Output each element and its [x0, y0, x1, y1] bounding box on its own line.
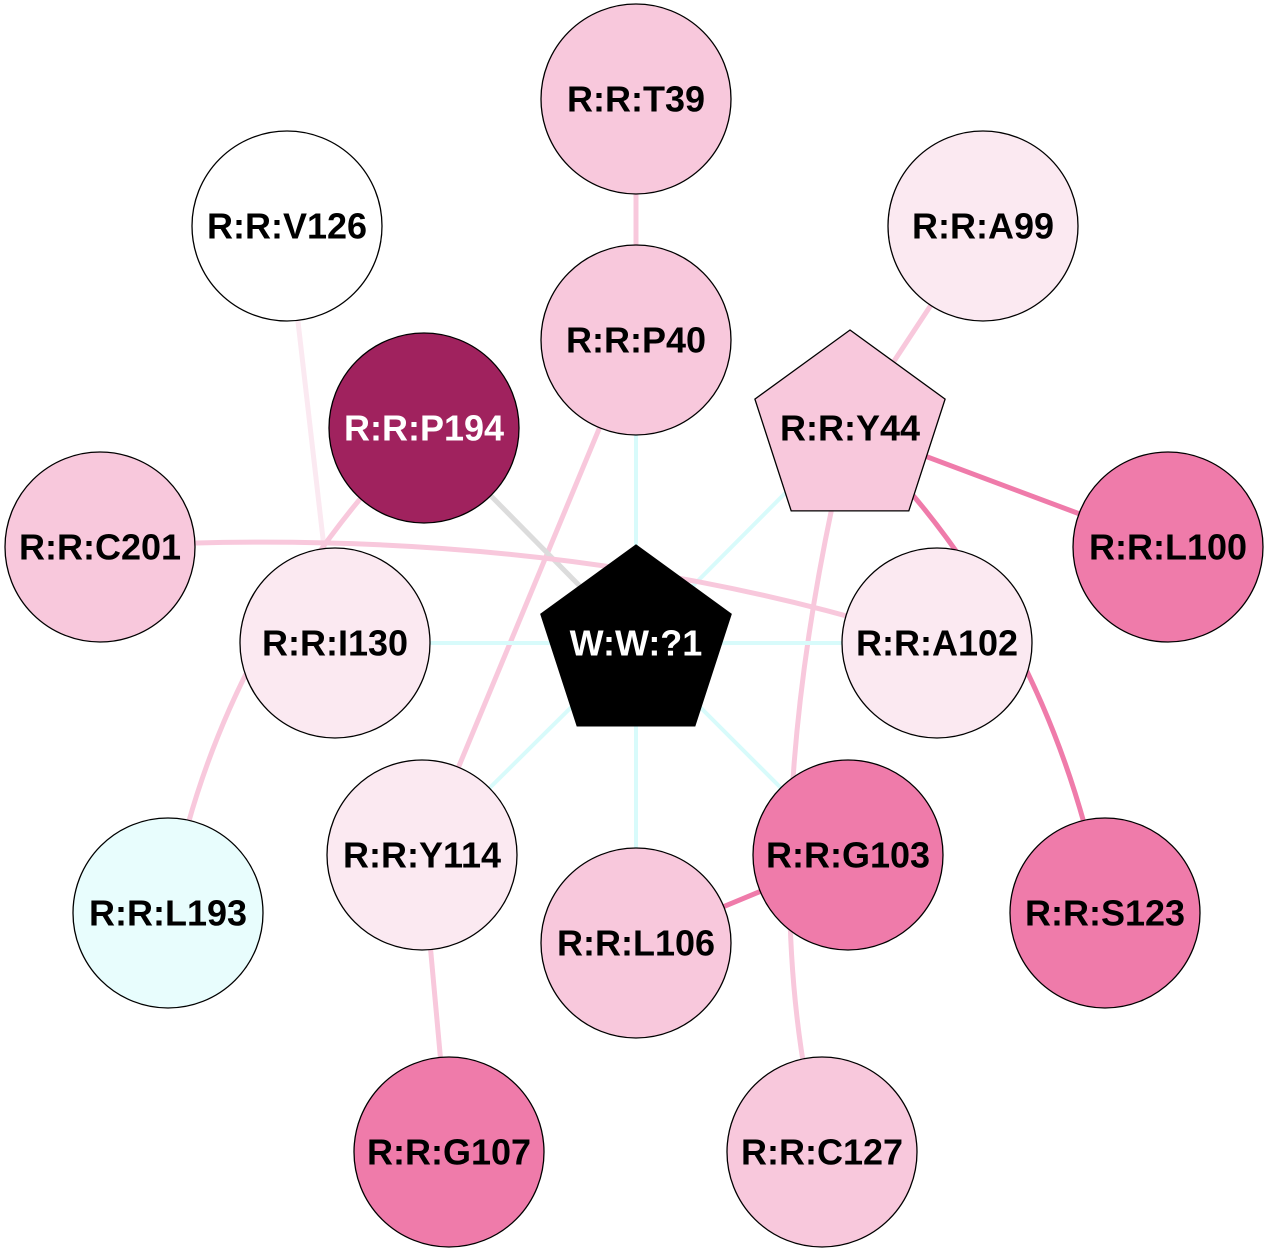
node-t39: R:R:T39	[540, 3, 732, 195]
node-t39-label: R:R:T39	[567, 79, 705, 120]
node-l193-shape	[72, 817, 264, 1009]
node-i130-shape	[239, 547, 431, 739]
node-l100-shape	[1072, 451, 1264, 643]
node-v126: R:R:V126	[191, 130, 383, 322]
node-c127: R:R:C127	[726, 1056, 918, 1248]
node-v126-label: R:R:V126	[207, 206, 367, 247]
node-s123-shape	[1009, 817, 1201, 1009]
node-a102: R:R:A102	[841, 547, 1033, 739]
node-s123-label: R:R:S123	[1025, 893, 1185, 934]
node-y114-shape	[326, 759, 518, 951]
node-g107-label: R:R:G107	[367, 1132, 531, 1173]
node-y44-label: R:R:Y44	[780, 408, 920, 449]
node-g103: R:R:G103	[752, 759, 944, 951]
node-l106-label: R:R:L106	[557, 923, 715, 964]
node-g103-label: R:R:G103	[766, 835, 930, 876]
node-a99-label: R:R:A99	[912, 206, 1054, 247]
node-w1: W:W:?1	[540, 544, 732, 727]
edge-c201-a102	[99, 539, 938, 646]
node-w1-shape	[540, 544, 732, 727]
node-g107: R:R:G107	[353, 1056, 545, 1248]
node-c201: R:R:C201	[4, 451, 196, 643]
node-p40-label: R:R:P40	[566, 320, 706, 361]
node-p40: R:R:P40	[540, 244, 732, 436]
node-w1-label: W:W:?1	[570, 623, 703, 664]
node-i130-label: R:R:I130	[262, 623, 408, 664]
node-t39-shape	[540, 3, 732, 195]
node-p40-shape	[540, 244, 732, 436]
node-a102-shape	[841, 547, 1033, 739]
node-l106-shape	[540, 847, 732, 1039]
node-c127-label: R:R:C127	[741, 1132, 903, 1173]
node-i130: R:R:I130	[239, 547, 431, 739]
node-l106: R:R:L106	[540, 847, 732, 1039]
node-a99-shape	[887, 130, 1079, 322]
node-l100-label: R:R:L100	[1089, 527, 1247, 568]
node-c201-shape	[4, 451, 196, 643]
node-y44: R:R:Y44	[754, 329, 946, 512]
node-v126-shape	[191, 130, 383, 322]
node-p194: R:R:P194	[328, 332, 520, 524]
node-y114-label: R:R:Y114	[343, 835, 501, 876]
node-c201-label: R:R:C201	[19, 527, 181, 568]
node-c127-shape	[726, 1056, 918, 1248]
node-l100: R:R:L100	[1072, 451, 1264, 643]
node-g103-shape	[752, 759, 944, 951]
node-g107-shape	[353, 1056, 545, 1248]
node-a99: R:R:A99	[887, 130, 1079, 322]
node-p194-label: R:R:P194	[344, 408, 504, 449]
node-a102-label: R:R:A102	[856, 623, 1018, 664]
node-s123: R:R:S123	[1009, 817, 1201, 1009]
node-l193-label: R:R:L193	[89, 893, 247, 934]
node-y114: R:R:Y114	[326, 759, 518, 951]
node-p194-shape	[328, 332, 520, 524]
node-y44-shape	[754, 329, 946, 512]
node-l193: R:R:L193	[72, 817, 264, 1009]
